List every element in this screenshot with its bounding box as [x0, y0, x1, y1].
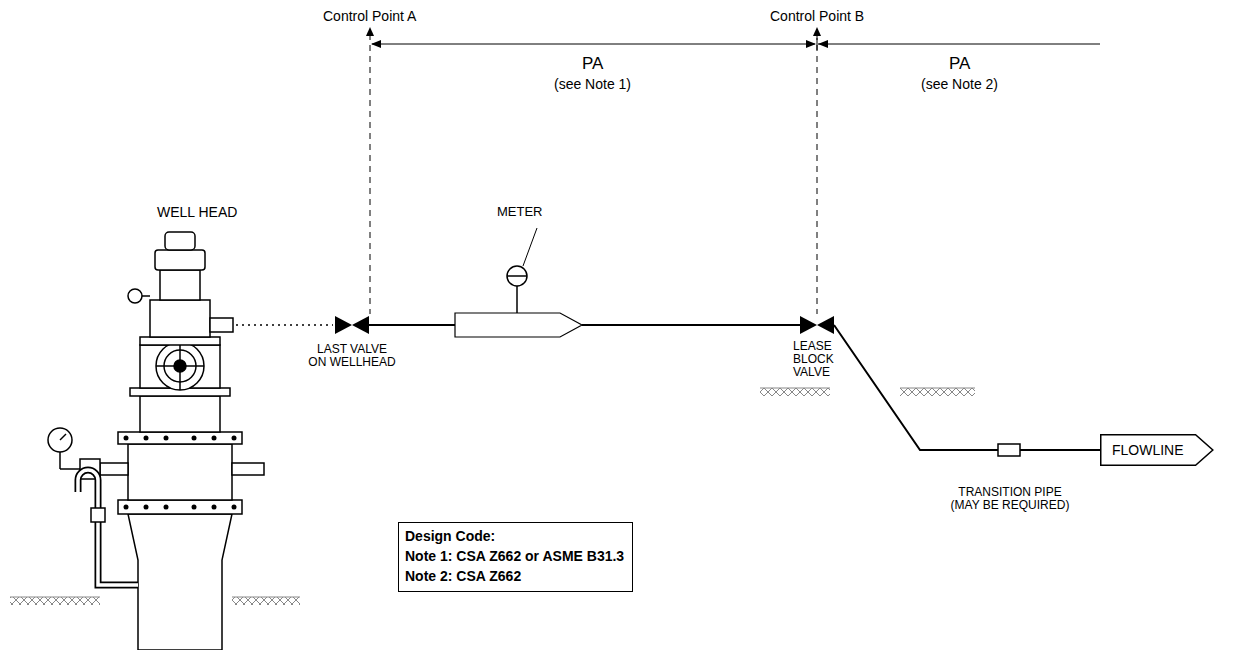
dotted-connection: [236, 324, 333, 326]
note-reference: (see Note 1): [554, 76, 631, 93]
control-point-label: Control Point A: [323, 8, 416, 25]
pipe: [582, 324, 800, 326]
pipe: [369, 324, 455, 326]
flowline-outline: [1101, 435, 1213, 466]
pipe: [834, 325, 998, 450]
wellhead-drawing: [48, 232, 264, 650]
arrow-head: [813, 27, 821, 36]
dimension-label: PA: [582, 54, 603, 74]
ground-hatch: [232, 597, 300, 605]
leader-line: [523, 228, 537, 266]
dimension-label: PA: [949, 54, 970, 74]
meter-symbol: [507, 266, 527, 286]
control-line: [817, 34, 818, 314]
meter-label: METER: [497, 204, 543, 220]
vent-valve: [91, 508, 105, 522]
dimension-tick: [817, 38, 818, 50]
pipe-label: TRANSITION PIPE (MAY BE REQUIRED): [944, 486, 1076, 512]
note-line: Note 1: CSA Z662 or ASME B31.3: [405, 546, 624, 566]
meter-body: [455, 313, 582, 337]
valve-symbol: [800, 316, 817, 334]
arrow-head: [818, 40, 828, 48]
valve-label: LEASE BLOCK VALVE: [793, 340, 843, 380]
ground-hatch: [760, 388, 830, 396]
vent-pipe: [78, 470, 138, 585]
flowline-tag: FLOWLINE: [1100, 434, 1214, 466]
equipment-label: WELL HEAD: [157, 204, 237, 221]
valve-symbol: [352, 316, 369, 334]
control-point-label: Control Point B: [770, 8, 864, 25]
arrow-head: [366, 27, 374, 36]
note-line: Note 2: CSA Z662: [405, 566, 624, 586]
ground-hatch: [10, 597, 100, 605]
control-line: [370, 34, 371, 314]
valve-symbol: [335, 316, 352, 334]
meter-symbol: [507, 275, 527, 277]
arrow-head: [371, 40, 381, 48]
transition-pipe: [998, 444, 1020, 456]
vent-pipe: [78, 470, 138, 585]
flowline-text: FLOWLINE: [1112, 442, 1184, 458]
note-reference: (see Note 2): [921, 76, 998, 93]
valve-symbol: [817, 316, 834, 334]
notes-box: Design Code:Note 1: CSA Z662 or ASME B31…: [398, 522, 633, 592]
arrow-head: [806, 40, 816, 48]
valve-label: LAST VALVE ON WELLHEAD: [307, 343, 397, 369]
pipe: [1020, 449, 1100, 451]
dimension-line: [372, 44, 815, 45]
meter-stem: [516, 286, 518, 313]
notes-heading: Design Code:: [405, 526, 624, 546]
dimension-line: [818, 44, 1100, 45]
ground-hatch: [900, 388, 975, 396]
